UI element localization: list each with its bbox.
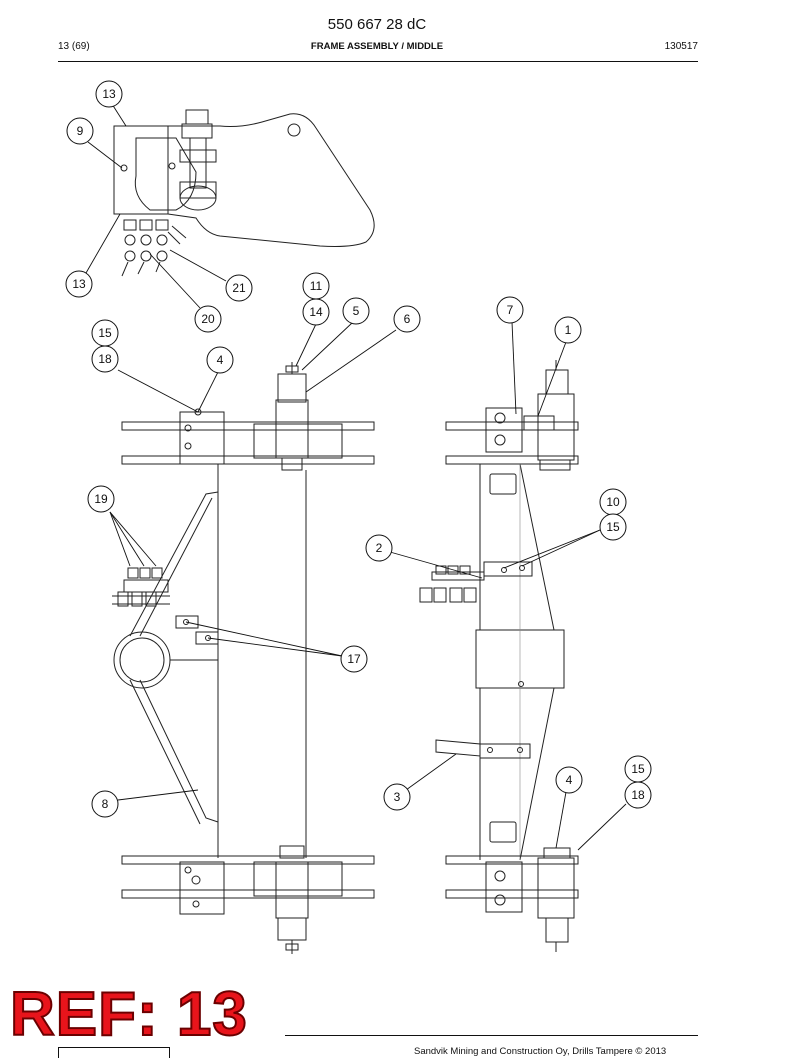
svg-text:10: 10 xyxy=(606,495,620,509)
svg-text:2: 2 xyxy=(376,541,383,555)
svg-text:5: 5 xyxy=(353,304,360,318)
callout-11: 11 xyxy=(302,272,330,300)
callout-18-right: 18 xyxy=(624,781,652,809)
callout-15-right-lower: 15 xyxy=(624,755,652,783)
callout-3: 3 xyxy=(383,783,411,811)
callout-13-top: 13 xyxy=(95,80,123,108)
callout-1: 1 xyxy=(554,316,582,344)
svg-text:7: 7 xyxy=(507,303,514,317)
svg-text:18: 18 xyxy=(631,788,645,802)
callout-4-left: 4 xyxy=(206,346,234,374)
callout-balloons: 13 9 13 21 20 11 14 5 6 7 1 15 18 4 19 1… xyxy=(65,80,652,818)
svg-text:8: 8 xyxy=(102,797,109,811)
svg-text:17: 17 xyxy=(347,652,361,666)
footer-rule xyxy=(285,1035,698,1036)
svg-text:13: 13 xyxy=(72,277,86,291)
svg-text:1: 1 xyxy=(565,323,572,337)
header-rule xyxy=(58,61,698,62)
document-number: 550 667 28 dC xyxy=(327,16,427,33)
callout-15-left: 15 xyxy=(91,319,119,347)
callout-5: 5 xyxy=(342,297,370,325)
callout-6: 6 xyxy=(393,305,421,333)
svg-text:18: 18 xyxy=(98,352,112,366)
revision-code: 130517 xyxy=(664,41,698,52)
callout-2: 2 xyxy=(365,534,393,562)
right-frame-view xyxy=(419,360,579,952)
reference-tag: REF: 13 xyxy=(9,980,248,1049)
callout-17: 17 xyxy=(340,645,368,673)
svg-text:15: 15 xyxy=(98,326,112,340)
page-indicator: 13 (69) xyxy=(58,41,90,52)
svg-text:20: 20 xyxy=(201,312,215,326)
svg-text:3: 3 xyxy=(394,790,401,804)
svg-text:11: 11 xyxy=(310,279,323,293)
svg-text:19: 19 xyxy=(94,492,108,506)
leader-lines xyxy=(85,103,627,851)
callout-9: 9 xyxy=(66,117,94,145)
callout-14: 14 xyxy=(302,298,330,326)
svg-text:4: 4 xyxy=(566,773,573,787)
svg-text:13: 13 xyxy=(102,87,116,101)
callout-4-right: 4 xyxy=(555,766,583,794)
callout-15-right-upper: 15 xyxy=(599,513,627,541)
page-title: FRAME ASSEMBLY / MIDDLE xyxy=(310,41,444,52)
svg-text:14: 14 xyxy=(309,305,323,319)
left-frame-view xyxy=(112,362,375,954)
svg-text:21: 21 xyxy=(232,281,246,295)
callout-21: 21 xyxy=(225,274,253,302)
footer-copyright: Sandvik Mining and Construction Oy, Dril… xyxy=(414,1046,667,1057)
top-detail-bracket xyxy=(113,109,375,277)
svg-text:6: 6 xyxy=(404,312,411,326)
svg-text:15: 15 xyxy=(631,762,645,776)
callout-13-bottom: 13 xyxy=(65,270,93,298)
callout-18-left: 18 xyxy=(91,345,119,373)
callout-8: 8 xyxy=(91,790,119,818)
callout-19: 19 xyxy=(87,485,115,513)
callout-10: 10 xyxy=(599,488,627,516)
callout-20: 20 xyxy=(194,305,222,333)
callout-7: 7 xyxy=(496,296,524,324)
svg-text:15: 15 xyxy=(606,520,620,534)
svg-text:9: 9 xyxy=(77,124,84,138)
svg-text:4: 4 xyxy=(217,353,224,367)
